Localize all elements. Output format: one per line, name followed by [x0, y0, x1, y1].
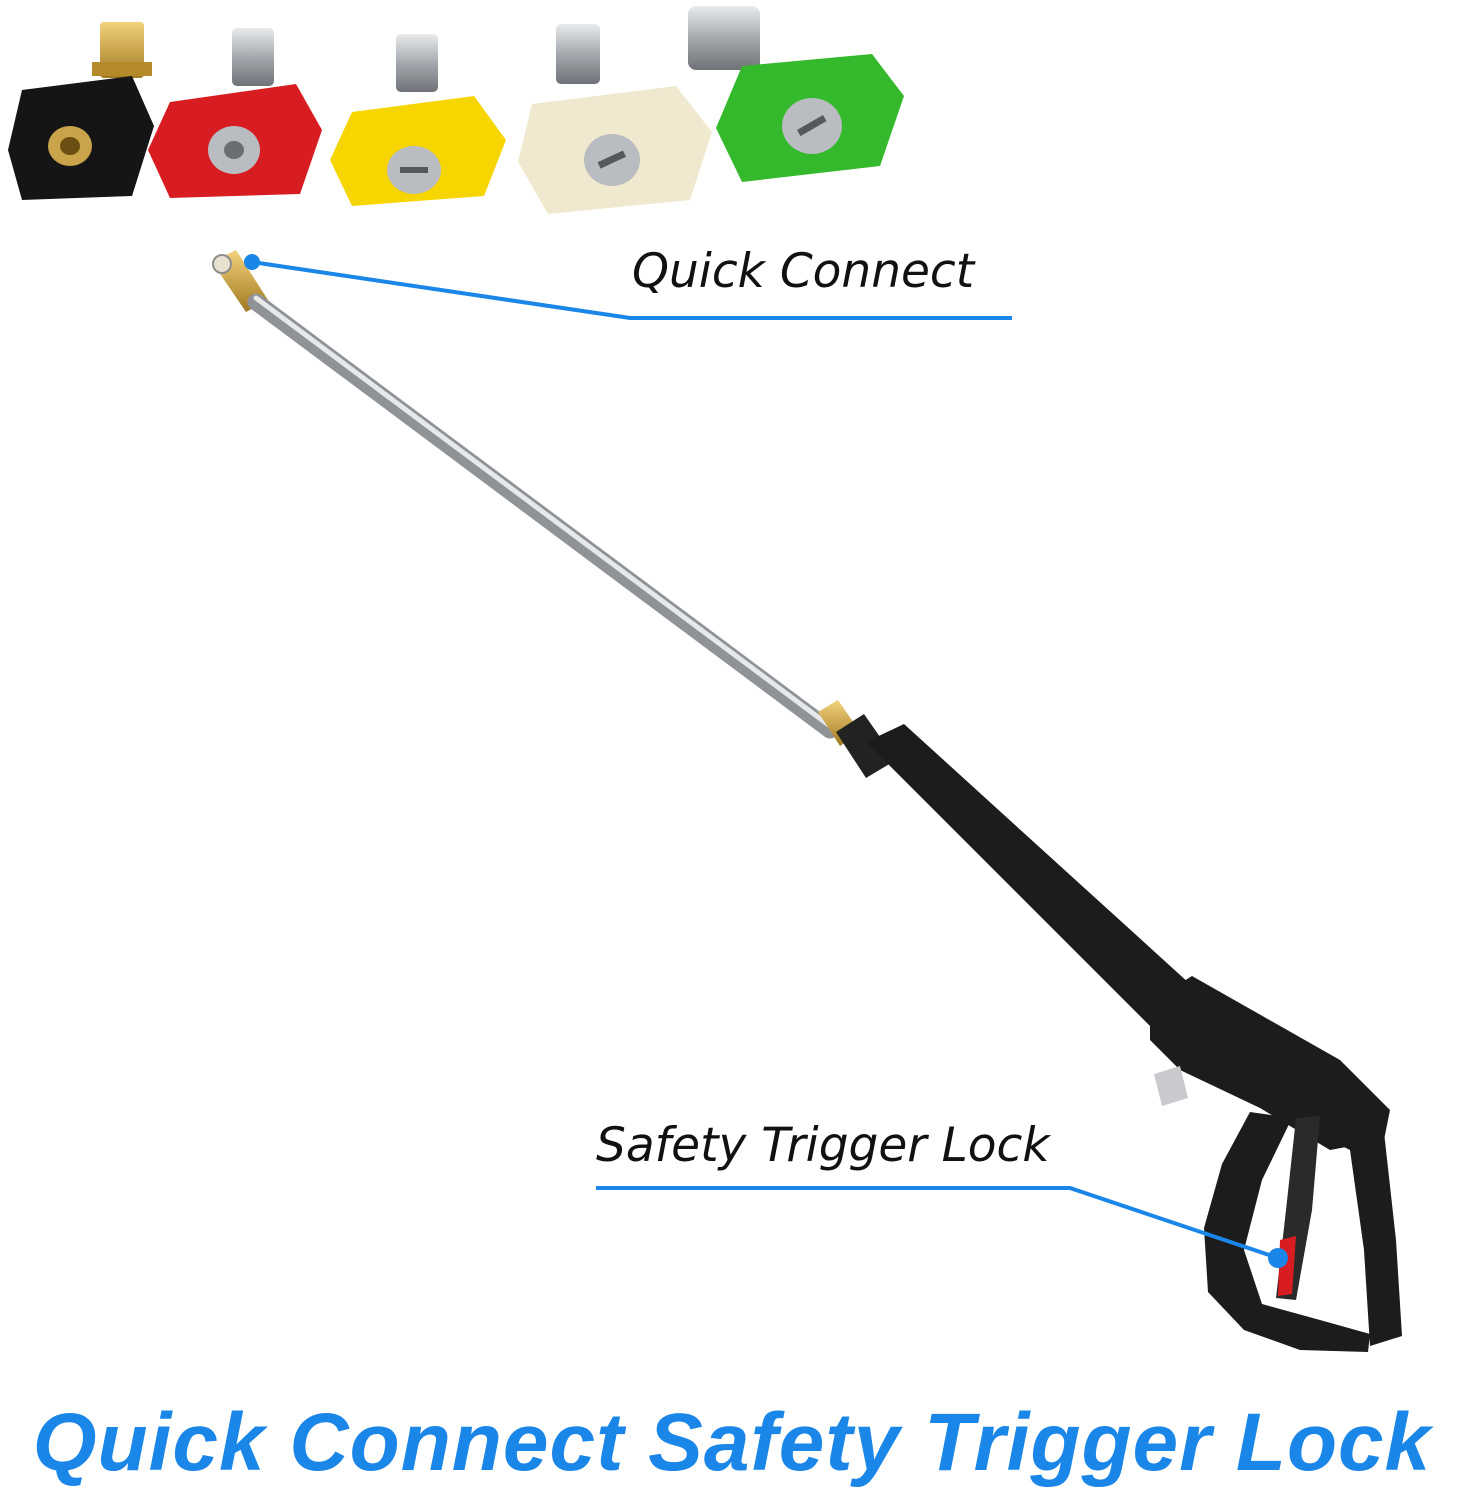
gun-body — [1150, 976, 1390, 1150]
gun-barrel — [866, 724, 1190, 1036]
trigger-guard — [1204, 1112, 1370, 1352]
gun-handle — [1330, 1132, 1402, 1346]
pressure-washer-gun — [212, 250, 1402, 1352]
safety-trigger-lock-label: Safety Trigger Lock — [596, 1118, 1050, 1173]
lance-wand — [247, 293, 839, 739]
product-caption: Quick Connect Safety Trigger Lock — [32, 1397, 1432, 1488]
white-nozzle — [518, 24, 712, 214]
nozzle-tips-row — [8, 6, 904, 214]
quick-connect-label: Quick Connect — [632, 244, 975, 299]
callout-quick-connect — [244, 254, 1012, 320]
callout-safety-trigger-lock — [596, 1186, 1288, 1268]
black-nozzle — [8, 22, 154, 200]
green-nozzle — [688, 6, 904, 182]
inlet-fitting — [1154, 1066, 1188, 1106]
lance-collar — [836, 714, 896, 778]
yellow-nozzle — [330, 34, 506, 206]
red-nozzle — [148, 28, 322, 198]
